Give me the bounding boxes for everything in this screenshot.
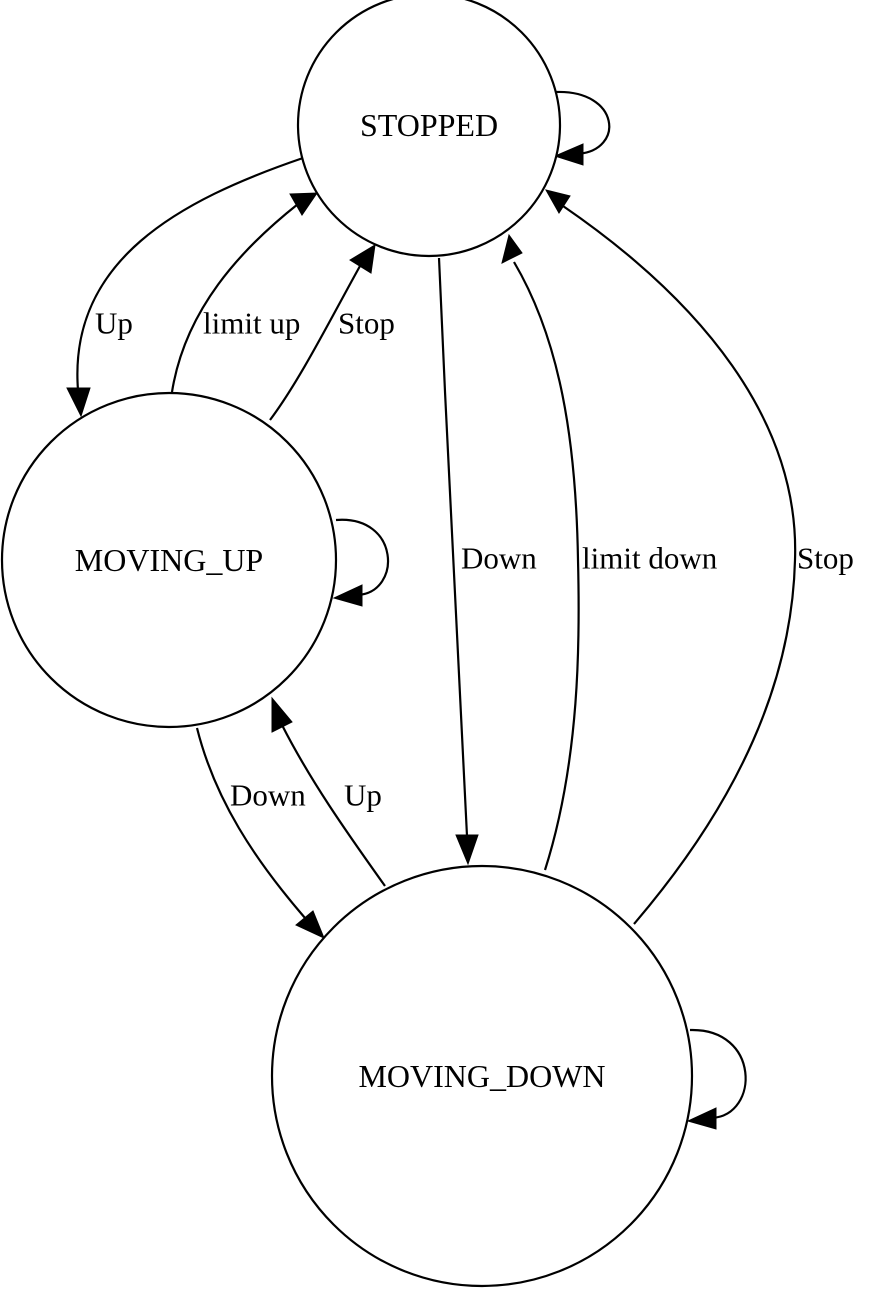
edge-stopped-self-loop [553,90,611,166]
edge-moving-down-to-stopped-stop [544,189,797,925]
node-stopped-label: STOPPED [360,107,498,143]
edge-line [335,518,390,597]
edge-line [513,261,580,871]
node-stopped: STOPPED [296,0,562,258]
node-moving-up-label: MOVING_UP [75,542,263,578]
edge-moving-up-to-moving-down [195,727,325,939]
node-moving-up-circle [0,391,338,729]
edge-stopped-to-moving-up [66,156,304,418]
edge-label-up-to-stopped-limit: limit up [203,306,300,341]
node-moving-down: MOVING_DOWN [270,864,694,1288]
arrowhead-icon [289,192,318,216]
arrowhead-icon [271,696,293,733]
edge-line [281,724,386,887]
edge-line [437,257,469,837]
node-moving-up: MOVING_UP [0,391,338,729]
edge-label-stopped-to-down: Down [461,541,537,576]
edge-line [76,156,304,391]
edge-moving-down-to-moving-up [271,696,386,887]
edge-moving-down-self-loop [686,1028,747,1130]
edge-moving-down-to-stopped-limit [501,233,580,871]
edge-line [170,203,299,393]
edge-line [195,727,306,919]
edge-moving-up-to-stopped-stop [269,244,376,421]
edge-label-down-to-stopped-stop: Stop [797,541,854,576]
arrowhead-icon [455,834,479,866]
arrowhead-icon [553,143,584,166]
arrowhead-icon [544,189,571,214]
node-stopped-circle [296,0,562,258]
arrowhead-icon [332,584,363,607]
arrowhead-icon [66,387,91,418]
edge-label-up-to-stopped-stop: Stop [338,306,395,341]
arrowhead-icon [686,1107,717,1130]
edge-line [269,265,361,421]
edge-label-down-to-up: Up [344,778,382,813]
arrowhead-icon [501,233,523,264]
edge-stopped-to-moving-down [437,257,479,866]
edge-label-stopped-to-up: Up [95,306,133,341]
edge-line [555,90,611,156]
arrowhead-icon [349,244,376,274]
node-moving-down-circle [270,864,694,1288]
edge-moving-up-self-loop [332,518,390,607]
edge-line [689,1028,747,1120]
node-moving-down-label: MOVING_DOWN [358,1058,605,1094]
arrowhead-icon [295,910,325,939]
edge-label-down-to-stopped-limit: limit down [582,541,718,576]
edge-moving-up-to-stopped-limit [170,192,318,393]
edge-line [562,205,797,925]
edge-label-up-to-down: Down [230,778,306,813]
